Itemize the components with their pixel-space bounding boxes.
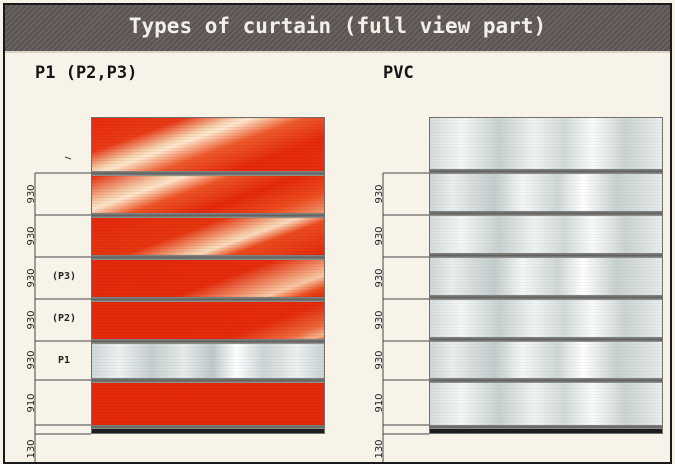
curtain-slat-red	[91, 218, 325, 255]
curtain-types-figure: Types of curtain (full view part) P1 (P2…	[3, 3, 672, 464]
curtain-slat-pvc	[429, 342, 663, 378]
right-dimension-label: 930	[374, 268, 385, 288]
slat-joint	[429, 253, 663, 258]
slat-joint	[429, 211, 663, 216]
slat-joint	[429, 337, 663, 342]
right-dimension-label: 930	[374, 350, 385, 370]
slat-joint	[91, 171, 325, 176]
left-panel-title: P1 (P2,P3)	[35, 63, 138, 83]
curtain-slat-p2	[91, 302, 325, 339]
slat-tag-p3: (P3)	[52, 271, 77, 282]
curtain-slat-pvc	[429, 216, 663, 253]
curtain-slat-red	[91, 117, 325, 173]
curtain-slat-red	[91, 383, 325, 425]
slat-joint	[91, 425, 325, 429]
left-dimension-lines	[34, 156, 429, 462]
bottom-bar	[429, 429, 663, 434]
right-dimension-label: 930	[374, 310, 385, 330]
right-dimension-label: 910	[374, 393, 385, 413]
slat-joint	[91, 339, 325, 344]
right-dimension-label: 930	[374, 226, 385, 246]
left-dimension-label: 930	[26, 350, 37, 370]
curtain-slat-p1	[91, 344, 325, 378]
left-dimension-label: 910	[26, 393, 37, 413]
slat-joint	[429, 378, 663, 383]
right-dimension-label: 130	[374, 439, 385, 459]
left-dimension-label: 930	[26, 226, 37, 246]
curtain-slat-pvc	[429, 117, 663, 169]
slat-joint	[91, 378, 325, 383]
header-title: Types of curtain (full view part)	[128, 14, 547, 38]
header-bar: Types of curtain (full view part)	[5, 5, 670, 51]
curtain-slat-red	[91, 176, 325, 213]
left-dimension-label: 930	[26, 310, 37, 330]
slat-joint	[91, 213, 325, 218]
curtain-slat-p3	[91, 260, 325, 297]
curtain-slat-pvc	[429, 258, 663, 295]
slat-joint	[429, 425, 663, 429]
right-panel-title: PVC	[383, 63, 414, 83]
left-dimension-label: 130	[26, 439, 37, 459]
slat-tag-p2: (P2)	[52, 313, 77, 324]
bottom-bar	[91, 429, 325, 434]
header-divider	[5, 51, 670, 53]
curtain-slat-pvc	[429, 300, 663, 337]
right-dimension-label: 930	[374, 184, 385, 204]
curtain-slat-pvc	[429, 383, 663, 425]
slat-joint	[429, 295, 663, 300]
slat-tag-p1: P1	[58, 355, 71, 366]
left-dimension-label: 930	[26, 268, 37, 288]
slat-joint	[91, 255, 325, 260]
left-dimension-label: 930	[26, 184, 37, 204]
slat-joint	[429, 169, 663, 174]
curtain-slat-pvc	[429, 174, 663, 211]
slat-joint	[91, 297, 325, 302]
